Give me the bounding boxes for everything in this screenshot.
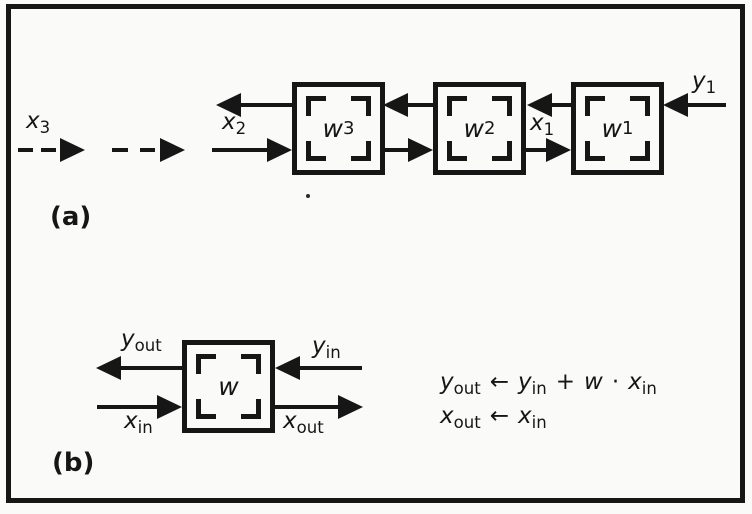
register-corner-bracket xyxy=(241,354,261,374)
x2-input-line xyxy=(212,148,270,152)
y-in-line xyxy=(300,366,362,370)
x-link-line xyxy=(381,148,409,152)
register-corner-bracket xyxy=(196,399,216,419)
register-corner-bracket xyxy=(351,141,371,161)
register-corner-bracket xyxy=(351,96,371,116)
register-corner-bracket xyxy=(241,399,261,419)
register-corner-bracket xyxy=(306,141,326,161)
register-corner-bracket xyxy=(447,96,467,116)
signal-label-x2: x2 xyxy=(222,109,247,138)
arrowhead-right-icon xyxy=(160,138,185,162)
dashed-line-segment xyxy=(18,148,33,152)
arrowhead-right-icon xyxy=(60,138,85,162)
equation-x-out: xout←xin xyxy=(440,403,547,432)
register-corner-bracket xyxy=(585,141,605,161)
dashed-line-segment xyxy=(112,148,128,152)
register-corner-bracket xyxy=(630,141,650,161)
arrowhead-left-icon xyxy=(663,93,688,117)
cell-label-w: w xyxy=(218,372,239,401)
signal-label-x-in: xin xyxy=(124,408,153,437)
signal-label-y1: y1 xyxy=(692,68,717,97)
register-corner-bracket xyxy=(492,96,512,116)
arrowhead-right-icon xyxy=(408,138,433,162)
arrowhead-left-icon xyxy=(275,356,300,380)
signal-label-x-out: xout xyxy=(283,408,324,437)
register-corner-bracket xyxy=(196,354,216,374)
signal-label-x3: x3 xyxy=(26,108,51,137)
y-link-line xyxy=(551,103,571,107)
panel-a-tag: (a) xyxy=(50,202,92,232)
register-corner-bracket xyxy=(447,141,467,161)
x-link-line xyxy=(525,148,547,152)
cell-w: w xyxy=(182,340,275,433)
figure-border xyxy=(6,4,745,503)
panel-b-tag: (b) xyxy=(52,448,95,478)
register-corner-bracket xyxy=(630,96,650,116)
register-corner-bracket xyxy=(585,96,605,116)
arrowhead-left-icon xyxy=(383,93,408,117)
assign-arrow-icon: ← xyxy=(489,369,510,395)
arrowhead-right-icon xyxy=(546,138,571,162)
y-out-line xyxy=(121,366,182,370)
signal-label-x1: x1 xyxy=(530,110,555,139)
y-output-line xyxy=(241,103,292,107)
equation-y-out: yout←yin+w·xin xyxy=(440,369,657,398)
dashed-line-segment xyxy=(140,148,155,152)
y-link-line xyxy=(407,103,433,107)
signal-label-y-in: yin xyxy=(312,333,341,362)
x-out-line xyxy=(275,405,339,409)
dashed-line-segment xyxy=(41,148,56,152)
register-corner-bracket xyxy=(492,141,512,161)
arrowhead-right-icon xyxy=(157,395,182,419)
arrowhead-left-icon xyxy=(527,93,552,117)
assign-arrow-icon: ← xyxy=(489,403,510,429)
y1-input-line xyxy=(688,103,726,107)
arrowhead-right-icon xyxy=(338,395,363,419)
arrowhead-right-icon xyxy=(267,138,292,162)
x-in-line xyxy=(97,405,159,409)
arrowhead-left-icon xyxy=(96,356,121,380)
register-corner-bracket xyxy=(306,96,326,116)
arrowhead-left-icon xyxy=(216,93,241,117)
print-speck xyxy=(306,194,310,198)
signal-label-y-out: yout xyxy=(121,326,162,355)
